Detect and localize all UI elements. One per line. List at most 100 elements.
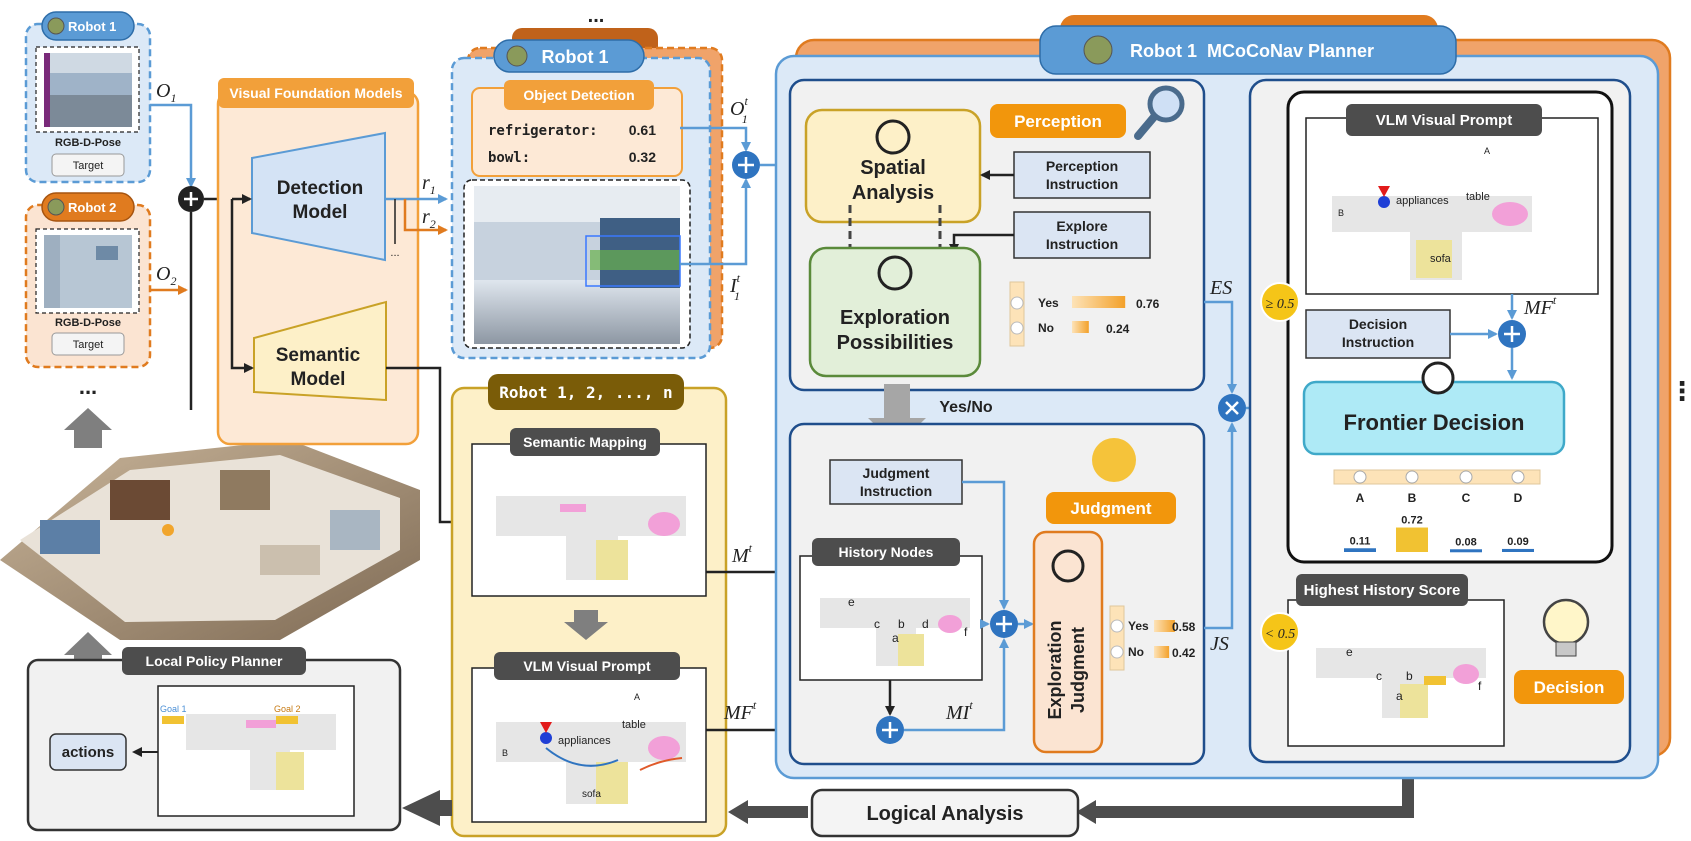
robot1-target: Target xyxy=(73,160,104,172)
j-no-bar xyxy=(1154,646,1170,658)
history-node-d: d xyxy=(922,617,929,631)
hh-node-c: c xyxy=(1376,669,1382,683)
judgment-subpanel: Judgment Judgment Instruction History No… xyxy=(788,422,1206,766)
threshold-ge-label: ≥ 0.5 xyxy=(1266,297,1295,312)
robot2-input-card: Robot 2 RGB-D-Pose Target xyxy=(24,192,152,369)
exploration-judgment-line1: Exploration xyxy=(1045,620,1065,719)
history-node-a: a xyxy=(892,631,899,645)
j-yes-bar xyxy=(1154,620,1175,632)
option-bar-B xyxy=(1396,527,1428,552)
ep-yes-bar xyxy=(1072,296,1126,308)
robot1-icon xyxy=(47,17,65,35)
o1-label: O1 xyxy=(156,80,176,105)
j-no-value: 0.42 xyxy=(1172,646,1196,660)
mft-left-label: MFt xyxy=(723,698,757,724)
threshold-ge-badge xyxy=(1260,282,1300,322)
semantic-model-line1: Semantic xyxy=(276,345,361,366)
right-ellipsis: ⋮ xyxy=(1669,376,1691,406)
right-map-a: A xyxy=(1484,146,1490,156)
robot1-panel-title: Robot 1 xyxy=(542,47,609,67)
right-map-sofa: sofa xyxy=(1430,253,1452,265)
option-bar-A xyxy=(1344,548,1376,552)
right-map-table: table xyxy=(1466,191,1490,203)
map-label-appliances: appliances xyxy=(558,735,611,747)
decision-subpanel: VLM Visual Prompt appliances table sofa … xyxy=(1248,78,1632,764)
decision-gpt-icon xyxy=(1421,361,1455,395)
hh-node-f: f xyxy=(1478,679,1482,693)
robot1-label: Robot 1 xyxy=(68,19,116,34)
option-bar-D xyxy=(1502,548,1534,552)
ep-yes-label: Yes xyxy=(1038,296,1059,310)
decision-instruction-line2: Instruction xyxy=(1342,334,1414,350)
option-label-D: D xyxy=(1514,491,1523,505)
mit-label: MIt xyxy=(945,698,973,724)
hh-node-e: e xyxy=(1346,645,1353,659)
map-label-table: table xyxy=(622,719,646,731)
history-nodes-title: History Nodes xyxy=(839,544,934,560)
j-no-label: No xyxy=(1128,645,1144,659)
exploration-judgment-line2: Judgment xyxy=(1068,627,1088,713)
explore-instruction-line1: Explore xyxy=(1056,218,1108,234)
decision-instruction-line1: Decision xyxy=(1349,316,1407,332)
local-policy-planner: Local Policy Planner actions Goal 1 Goal… xyxy=(26,647,402,832)
semantic-mapping-title: Semantic Mapping xyxy=(523,434,647,450)
exploration-possibilities-line2: Possibilities xyxy=(837,332,954,354)
ep-no-bar xyxy=(1072,321,1089,333)
js-label: JS xyxy=(1210,633,1229,655)
es-label: ES xyxy=(1209,277,1232,299)
history-node-e: e xyxy=(848,595,855,609)
explore-instruction-line2: Instruction xyxy=(1046,236,1118,252)
semantic-model xyxy=(253,300,387,402)
vfm-title: Visual Foundation Models xyxy=(229,85,402,101)
judgment-instruction-line2: Instruction xyxy=(860,483,932,499)
visual-foundation-models: Visual Foundation Models Detection Model… xyxy=(216,78,420,446)
vlm-prompt-right-title: VLM Visual Prompt xyxy=(1376,112,1512,129)
exploration-possibilities-line1: Exploration xyxy=(840,307,950,329)
threshold-lt-badge xyxy=(1260,612,1300,652)
down-arrow-mapping xyxy=(564,610,608,640)
frontier-decision-label: Frontier Decision xyxy=(1344,410,1525,435)
up-arrow-house xyxy=(64,408,112,448)
j-yes-label: Yes xyxy=(1128,619,1149,633)
perception-subpanel: Perception Spatial Analysis Perception I… xyxy=(788,78,1206,392)
logical-analysis-label: Logical Analysis xyxy=(866,803,1023,825)
exploration-gpt-icon xyxy=(877,255,913,291)
multi-robot-title: Robot 1, 2, ..., n xyxy=(499,383,672,402)
r-dots: ... xyxy=(390,247,399,259)
option-label-C: C xyxy=(1462,491,1471,505)
option-value-D: 0.09 xyxy=(1507,536,1528,548)
right-map-b: B xyxy=(1338,208,1344,218)
magnifier-icon xyxy=(1134,85,1185,140)
detection-model-line1: Detection xyxy=(277,178,364,199)
ep-no-label: No xyxy=(1038,321,1054,335)
robot2-icon xyxy=(47,198,65,216)
judgment-instruction-line1: Judgment xyxy=(863,465,930,481)
option-radio-B xyxy=(1405,470,1419,484)
det-label-0: refrigerator: xyxy=(488,123,598,139)
det-score-0: 0.61 xyxy=(629,122,656,138)
vlm-prompt-left-title: VLM Visual Prompt xyxy=(523,658,651,674)
det-score-1: 0.32 xyxy=(629,149,656,165)
decision-title: Decision xyxy=(1534,678,1605,697)
thinking-face-icon xyxy=(1092,438,1136,482)
local-policy-title: Local Policy Planner xyxy=(146,653,283,669)
det-label-1: bowl: xyxy=(488,150,530,166)
judgment-gpt-icon xyxy=(1051,549,1085,583)
threshold-lt-label: < 0.5 xyxy=(1265,627,1295,642)
detection-model-line2: Model xyxy=(293,202,348,223)
robot2-label: Robot 2 xyxy=(68,200,116,215)
right-map-appliances: appliances xyxy=(1396,195,1449,207)
yes-no-label: Yes/No xyxy=(939,399,993,416)
planner-robot-icon xyxy=(1083,35,1113,65)
hh-node-a: a xyxy=(1396,689,1403,703)
house-3d-scene xyxy=(0,440,420,640)
multi-robot-panel: Robot 1, 2, ..., n Semantic Mapping VLM … xyxy=(450,374,728,838)
spatial-analysis-line2: Analysis xyxy=(852,182,934,204)
highest-history-title: Highest History Score xyxy=(1304,582,1461,599)
perception-instruction-line1: Perception xyxy=(1046,158,1118,174)
option-value-B: 0.72 xyxy=(1401,515,1422,527)
history-node-f: f xyxy=(964,625,968,639)
map-label-b: B xyxy=(502,748,508,758)
